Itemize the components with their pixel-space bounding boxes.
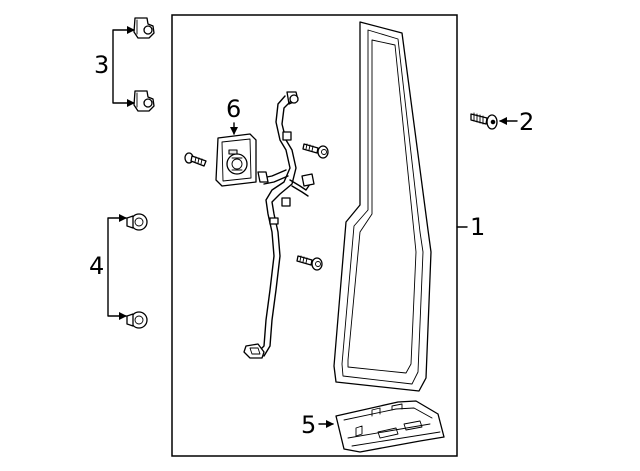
screw-harness-upper (302, 143, 329, 159)
callout-2: 2 (519, 108, 534, 136)
callout-4: 4 (89, 252, 104, 280)
wiring-harness (243, 91, 315, 359)
clip-3-lower (133, 90, 155, 112)
screw-module (184, 152, 207, 167)
callout-1: 1 (470, 213, 485, 241)
clip-3-upper (133, 17, 155, 39)
callout-5: 5 (301, 411, 316, 439)
nut-4-lower (126, 311, 148, 329)
bracket-3 (112, 29, 132, 104)
nut-4-upper (126, 213, 148, 231)
screw-harness-lower (296, 255, 323, 271)
assembly-frame (171, 14, 458, 457)
tail-lamp-lens (333, 21, 432, 392)
lower-bracket (335, 400, 445, 453)
callout-3: 3 (94, 51, 109, 79)
bracket-4 (107, 217, 123, 317)
callout-6: 6 (226, 95, 241, 123)
lamp-module (215, 133, 257, 187)
screw-2 (470, 112, 498, 130)
